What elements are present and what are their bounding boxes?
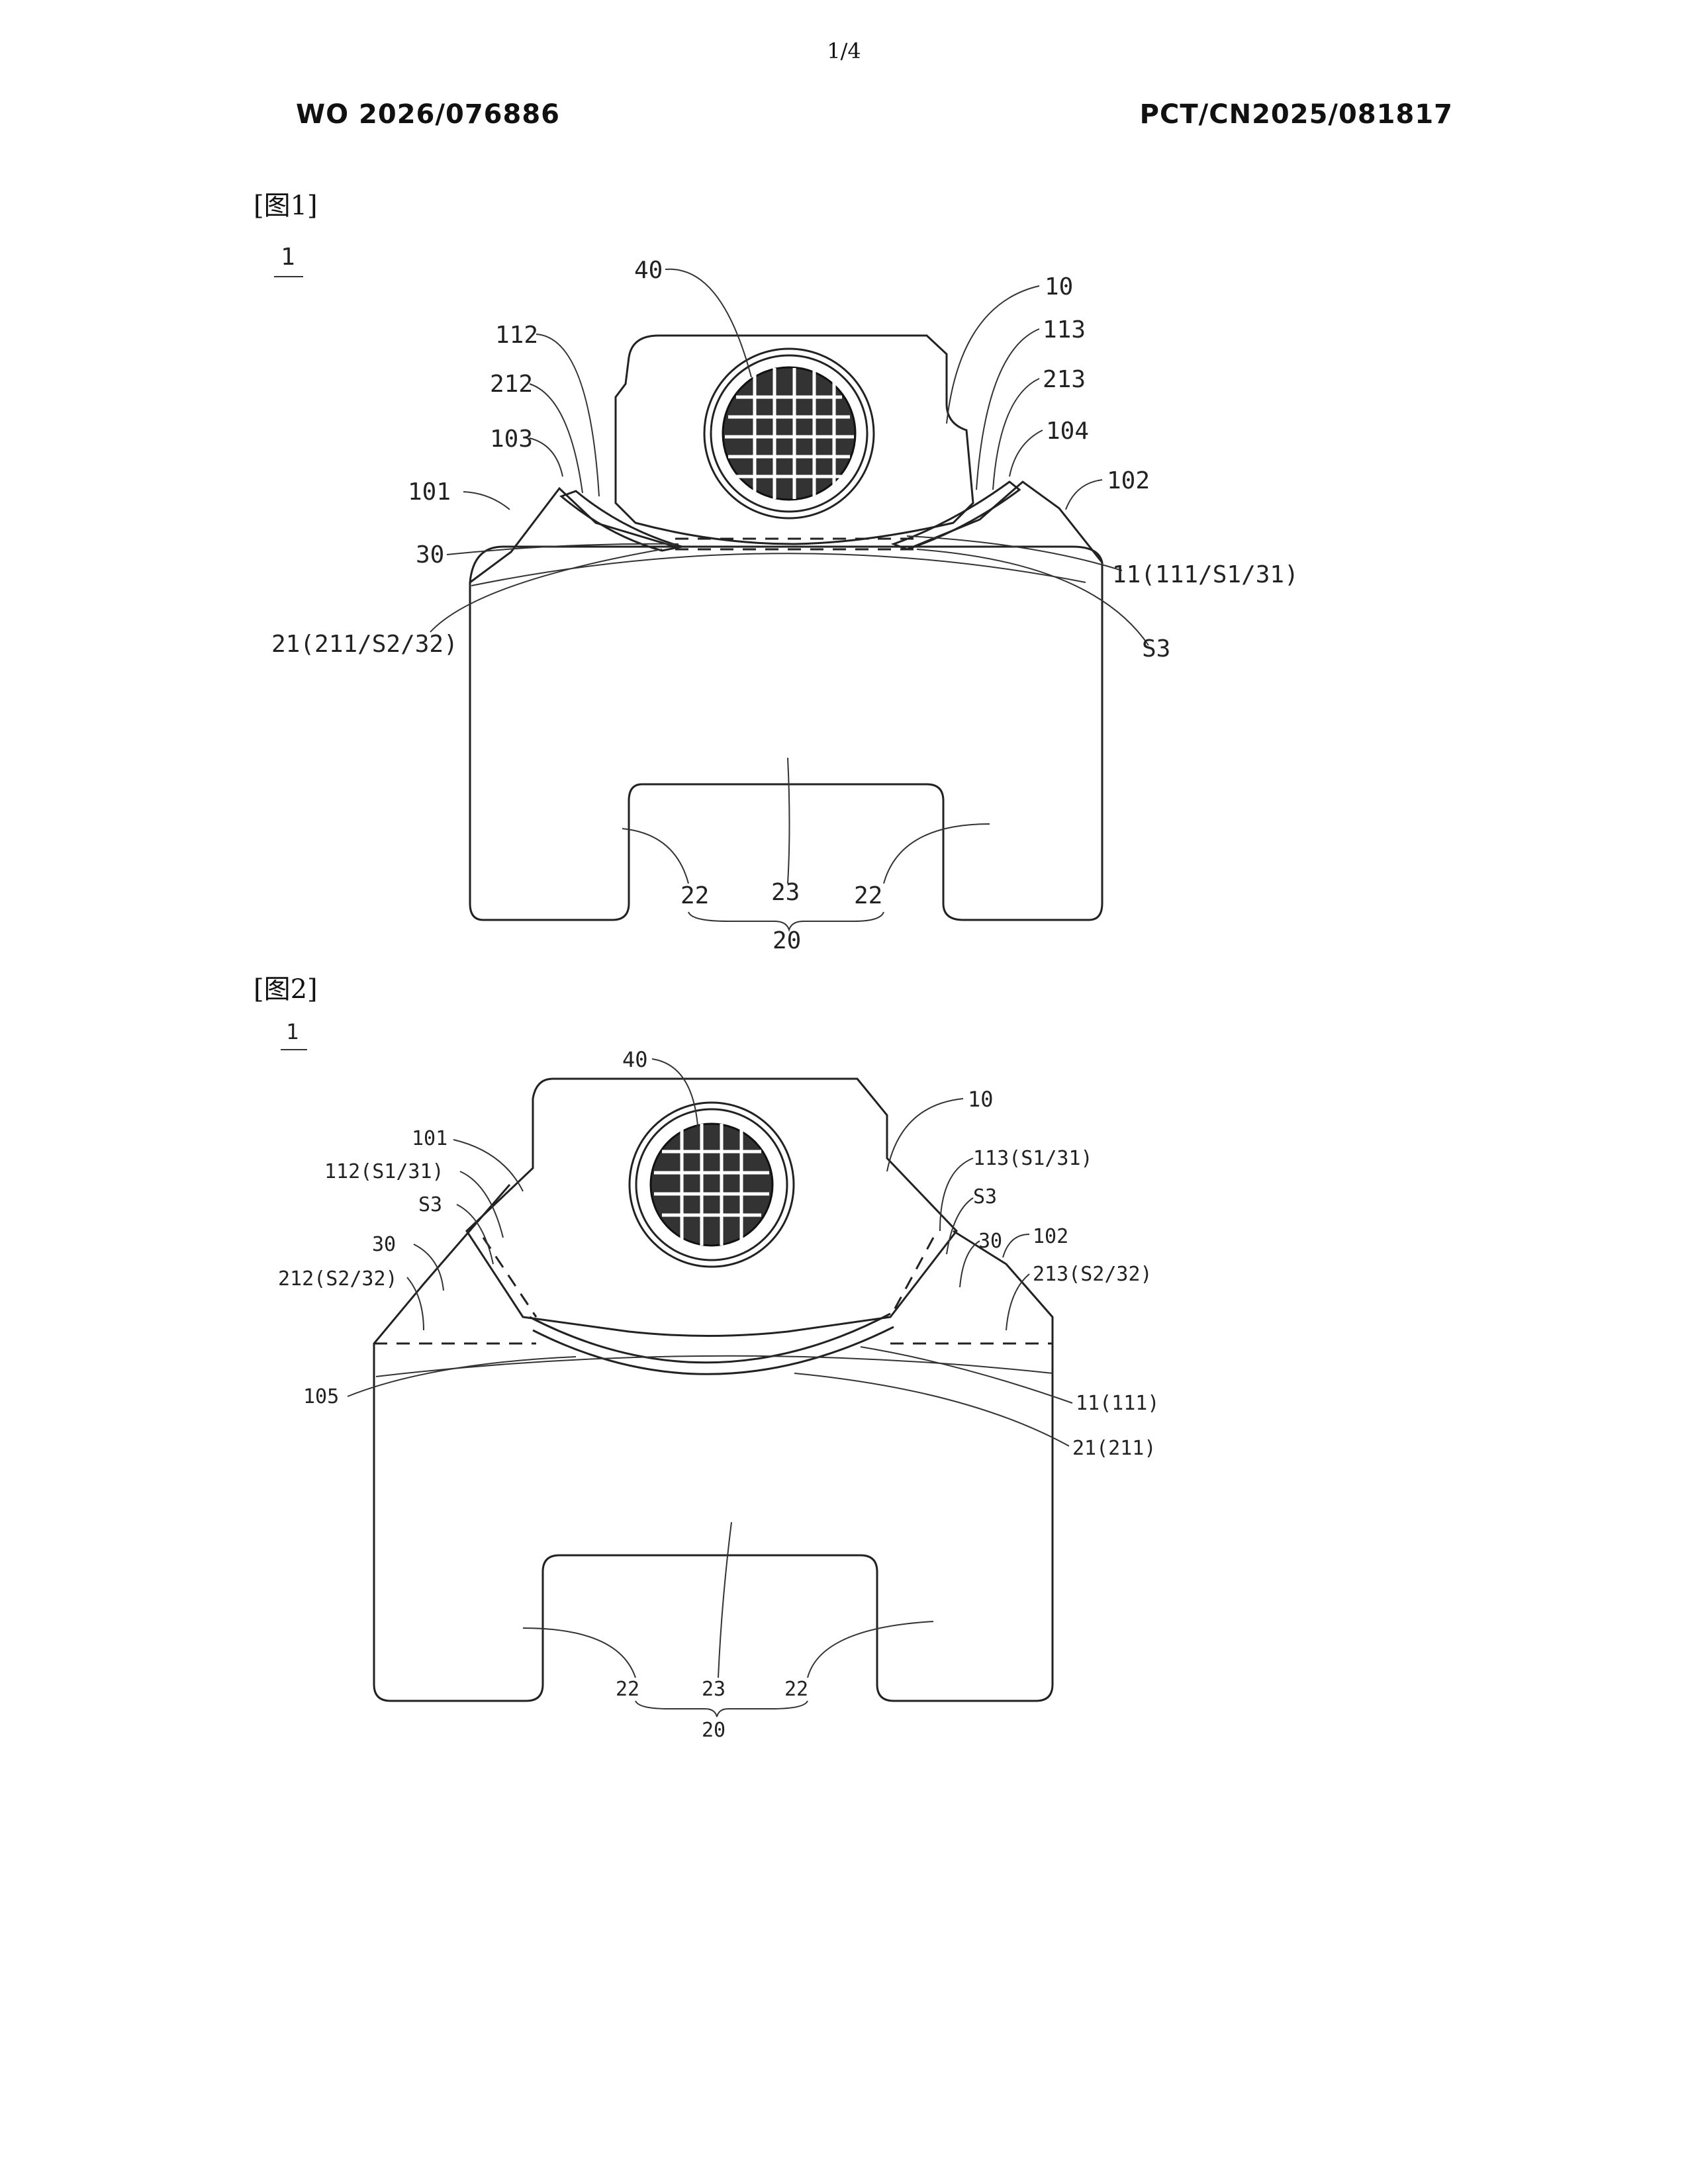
application-number: PCT/CN2025/081817 bbox=[1140, 99, 1453, 130]
ref-22a: 22 bbox=[616, 1678, 639, 1701]
ref-11: 11(111/S1/31) bbox=[1112, 561, 1299, 588]
leader-22b bbox=[884, 824, 990, 884]
device-ref: 1 bbox=[281, 244, 295, 271]
ref-22b: 22 bbox=[784, 1678, 808, 1701]
ref-S3a: S3 bbox=[418, 1193, 442, 1216]
leader-102 bbox=[1003, 1234, 1029, 1257]
curved-strip bbox=[530, 1314, 890, 1363]
leader-S3a bbox=[457, 1205, 493, 1264]
figure-2-label: [图2] bbox=[254, 968, 318, 1006]
lower-body bbox=[374, 1343, 1053, 1701]
curved-strip-inner bbox=[533, 1327, 894, 1374]
leader-212 bbox=[407, 1277, 424, 1330]
ref-112: 112 bbox=[495, 322, 538, 349]
leader-11 bbox=[907, 536, 1122, 570]
leader-23 bbox=[718, 1522, 731, 1678]
left-strip bbox=[561, 491, 682, 551]
ref-11: 11(111) bbox=[1076, 1392, 1159, 1415]
ref-23: 23 bbox=[702, 1678, 726, 1701]
leader-112 bbox=[536, 334, 599, 496]
ref-40: 40 bbox=[634, 257, 663, 284]
leader-40 bbox=[665, 269, 751, 377]
leader-212 bbox=[530, 384, 583, 493]
ref-101: 101 bbox=[408, 478, 451, 506]
leader-22b bbox=[808, 1621, 933, 1678]
ref-101: 101 bbox=[412, 1127, 447, 1150]
ref-22a: 22 bbox=[680, 882, 709, 909]
leader-22a bbox=[622, 829, 688, 884]
leader-101 bbox=[453, 1140, 523, 1191]
ref-30: 30 bbox=[416, 541, 444, 569]
sensor-grid bbox=[651, 1124, 773, 1246]
ref-20: 20 bbox=[702, 1719, 726, 1742]
surface-curve bbox=[471, 553, 1086, 586]
publication-number: WO 2026/076886 bbox=[296, 99, 560, 130]
ref-20: 20 bbox=[773, 927, 801, 954]
leader-101 bbox=[463, 492, 510, 510]
left-diag-dashed bbox=[483, 1238, 536, 1317]
leader-113 bbox=[976, 329, 1039, 490]
ref-213: 213(S2/32) bbox=[1033, 1263, 1152, 1286]
ref-213: 213 bbox=[1043, 366, 1086, 393]
ref-102: 102 bbox=[1107, 467, 1150, 494]
figure-1-drawing: 1 40 10 1 bbox=[0, 218, 1688, 966]
ref-S3b: S3 bbox=[973, 1185, 997, 1208]
leader-112 bbox=[460, 1171, 503, 1238]
leader-30b bbox=[960, 1241, 980, 1287]
ref-30b: 30 bbox=[978, 1230, 1002, 1253]
lower-body bbox=[470, 547, 1102, 920]
ref-113: 113(S1/31) bbox=[973, 1147, 1093, 1170]
leader-103 bbox=[530, 438, 563, 477]
right-diag-dashed bbox=[890, 1238, 933, 1317]
device-ref: 1 bbox=[286, 1019, 299, 1044]
ref-113: 113 bbox=[1043, 316, 1086, 343]
ref-21: 21(211/S2/32) bbox=[271, 631, 458, 658]
leader-11 bbox=[861, 1347, 1072, 1403]
leader-213 bbox=[993, 379, 1039, 490]
ref-21: 21(211) bbox=[1072, 1437, 1156, 1460]
figure-2-drawing: 1 40 10 10 bbox=[0, 1006, 1688, 1767]
ref-23: 23 bbox=[771, 879, 800, 906]
ref-102: 102 bbox=[1033, 1225, 1068, 1248]
ref-10: 10 bbox=[968, 1087, 994, 1112]
ref-105: 105 bbox=[303, 1385, 339, 1408]
leader-10 bbox=[947, 286, 1039, 424]
ref-104: 104 bbox=[1046, 418, 1089, 445]
leader-40 bbox=[652, 1059, 698, 1135]
leader-105 bbox=[348, 1357, 576, 1396]
leader-21 bbox=[794, 1373, 1069, 1446]
ref-212: 212(S2/32) bbox=[278, 1267, 398, 1291]
ref-112: 112(S1/31) bbox=[324, 1160, 444, 1183]
leader-213 bbox=[1006, 1274, 1029, 1330]
leader-102 bbox=[1066, 480, 1102, 510]
ref-40: 40 bbox=[622, 1047, 648, 1072]
ref-30a: 30 bbox=[372, 1233, 396, 1256]
brace-20 bbox=[635, 1701, 808, 1717]
ref-103: 103 bbox=[490, 426, 533, 453]
leader-104 bbox=[1009, 430, 1043, 477]
figure-1-label: [图1] bbox=[254, 184, 318, 222]
leader-10 bbox=[887, 1099, 963, 1171]
ref-10: 10 bbox=[1045, 273, 1073, 300]
ref-22b: 22 bbox=[854, 882, 882, 909]
leader-22a bbox=[523, 1628, 635, 1678]
ref-212: 212 bbox=[490, 371, 533, 398]
page-number: 1/4 bbox=[824, 38, 864, 64]
ref-S3: S3 bbox=[1142, 635, 1170, 662]
leader-23 bbox=[788, 758, 790, 884]
